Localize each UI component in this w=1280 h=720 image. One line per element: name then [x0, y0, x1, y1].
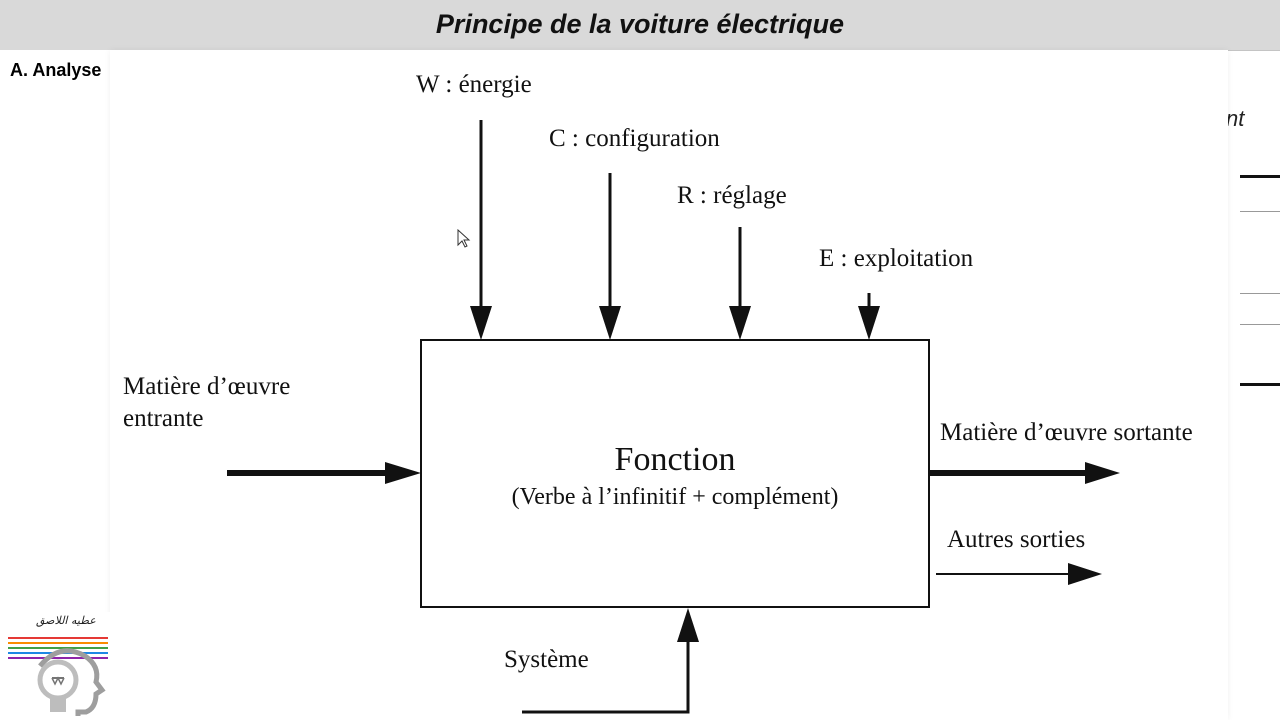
function-subtitle: (Verbe à l’infinitif + complément) — [512, 484, 839, 510]
label-energie: W : énergie — [416, 71, 532, 98]
label-exploitation: E : exploitation — [819, 245, 974, 272]
mouse-cursor-icon — [457, 229, 471, 248]
input-arrow-exploitation — [858, 293, 880, 340]
page-title: Principe de la voiture électrique — [435, 9, 845, 39]
lightbulb-head-icon — [8, 637, 108, 716]
input-arrow-reglage — [729, 227, 751, 340]
function-box — [420, 339, 930, 608]
label-configuration: C : configuration — [549, 125, 720, 152]
input-arrow-energie — [470, 120, 492, 340]
right-rule-5 — [1240, 383, 1280, 386]
label-reglage: R : réglage — [677, 182, 787, 209]
label-input-line2: entrante — [123, 405, 204, 432]
diagram-panel: W : énergie C : configuration R : réglag… — [110, 50, 1228, 720]
left-panel — [0, 50, 110, 720]
right-text-fragment: nt — [1226, 106, 1245, 131]
title-bar: Principe de la voiture électrique — [0, 0, 1280, 51]
logo-text: عطيه اللاصق — [36, 614, 96, 627]
right-rule-1 — [1240, 175, 1280, 178]
right-rule-4 — [1240, 324, 1280, 325]
input-arrow-matiere — [227, 462, 421, 484]
sadt-diagram: W : énergie C : configuration R : réglag… — [123, 71, 1193, 714]
label-output-other: Autres sorties — [947, 526, 1085, 553]
right-rule-2 — [1240, 211, 1280, 212]
function-title: Fonction — [615, 441, 736, 478]
right-rule-3 — [1240, 293, 1280, 294]
input-arrow-configuration — [599, 173, 621, 340]
label-systeme: Système — [504, 646, 589, 673]
label-input-line1: Matière d’œuvre — [123, 373, 290, 400]
output-arrow-other — [936, 563, 1102, 585]
section-label: A. Analyse — [10, 60, 102, 80]
output-arrow-main — [929, 462, 1120, 484]
system-arrow — [522, 608, 699, 714]
label-output-main: Matière d’œuvre sortante — [940, 419, 1193, 446]
logo: عطيه اللاصق — [0, 612, 112, 720]
